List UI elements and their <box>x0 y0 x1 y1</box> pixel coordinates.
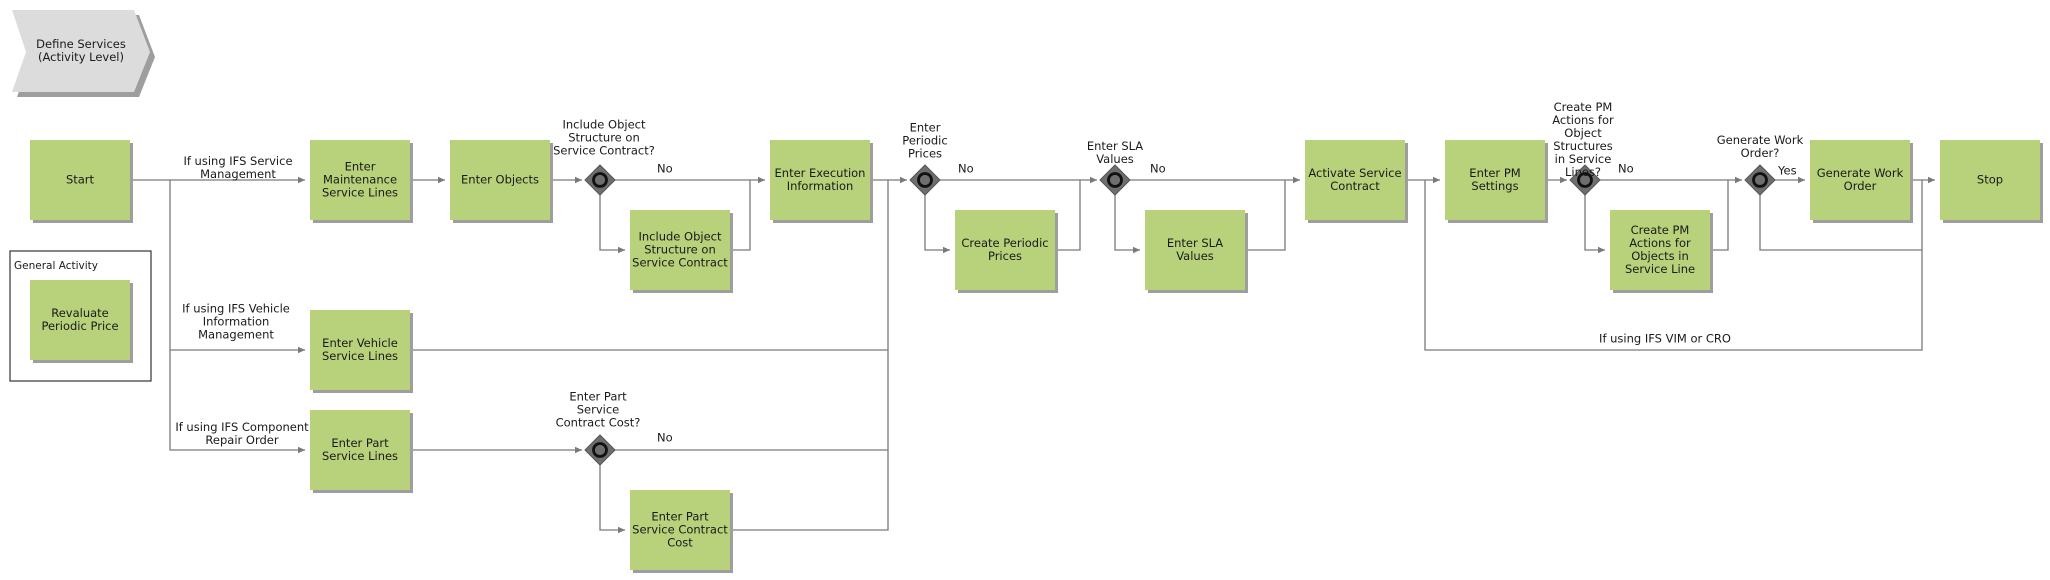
connector-gateway1-to-include-structure <box>599 195 625 254</box>
connector-pm-actions-back <box>1710 180 1729 251</box>
flow-label-vim-cro: If using IFS VIM or CRO <box>1599 332 1731 346</box>
activity-start-label: Start <box>66 173 95 187</box>
connector-gateway6-to-part-cost <box>599 465 625 534</box>
connector-include-structure-back <box>730 180 751 251</box>
flow-label-yes-wo: Yes <box>1777 164 1797 178</box>
connector-gateway4-to-pm-actions <box>1584 195 1605 254</box>
connector-gateway2-to-periodic <box>924 195 950 254</box>
activity-start: Start <box>30 140 133 223</box>
activity-objects: Enter Objects <box>450 140 553 223</box>
connector-gateway5-no-down <box>1759 195 1922 251</box>
connector-activate-to-vim-cro <box>1424 180 1923 351</box>
connector-periodic-back <box>1055 180 1081 251</box>
flow-label-no-periodic: No <box>958 162 974 176</box>
connector-part-cost-to-merge <box>730 450 889 531</box>
activity-stop-label: Stop <box>1977 173 2003 187</box>
header-chevron: Define Services(Activity Level) <box>12 10 155 97</box>
connector-gateway3-to-sla <box>1114 195 1140 254</box>
connector-sla-back <box>1245 180 1286 251</box>
activity-stop: Stop <box>1940 140 2043 223</box>
connector-gateway6-no-to-merge <box>615 350 889 451</box>
flow-label-no-sla: No <box>1150 162 1166 176</box>
legend-title: General Activity <box>14 260 98 272</box>
flow-label-no-part-cost: No <box>657 431 673 445</box>
activity-objects-label: Enter Objects <box>461 173 539 187</box>
flow-label-no-include: No <box>657 162 673 176</box>
header-label: Define Services(Activity Level) <box>36 37 126 64</box>
connector-start-to-branches <box>130 179 305 454</box>
flow-label-no-pm: No <box>1618 162 1634 176</box>
